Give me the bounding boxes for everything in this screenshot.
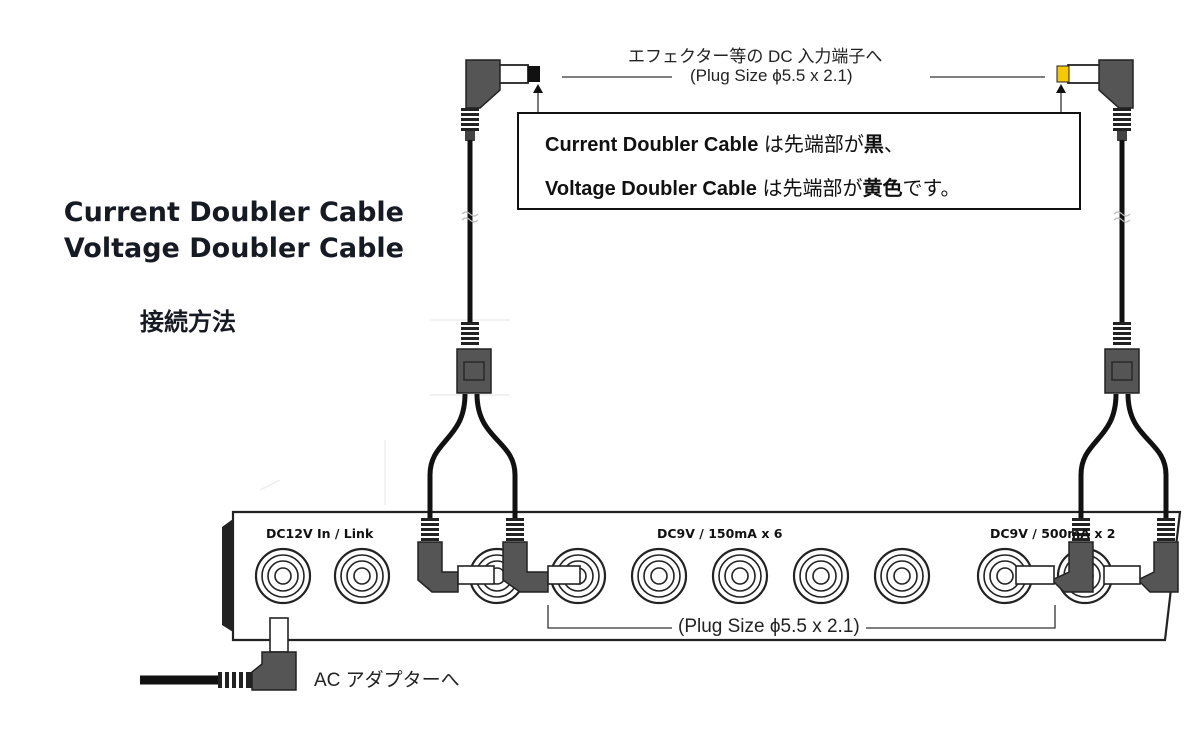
dc9v-500-label: DC9V / 500mA x 2	[990, 526, 1116, 541]
note-box: Current Doubler Cable は先端部が黒、 Voltage Do…	[517, 112, 1081, 210]
dc9v-jack-5	[792, 547, 850, 605]
dc-in-label: DC12V In / Link	[266, 526, 374, 541]
panel-plug-size: (Plug Size ϕ5.5 x 2.1)	[672, 616, 866, 638]
note-line-2: Voltage Doubler Cable は先端部が黄色です。	[545, 178, 961, 200]
left-doubler-cable	[417, 59, 581, 593]
faint-background-device	[259, 319, 510, 505]
top-annotation-line-2: (Plug Size ϕ5.5 x 2.1)	[690, 66, 853, 85]
title-line-2: Voltage Doubler Cable	[63, 233, 404, 264]
power-supply-panel	[222, 510, 1182, 642]
black-emphasis: 黒	[863, 134, 884, 156]
top-annotation-line-1: エフェクター等の DC 入力端子へ	[628, 47, 883, 66]
link-jack	[333, 547, 391, 605]
title-line-1: Current Doubler Cable	[63, 197, 404, 228]
top-annotation-lines	[533, 76, 1066, 112]
dc9v-jack-6	[873, 547, 931, 605]
right-doubler-cable	[1015, 59, 1179, 593]
dc-in-jack	[254, 547, 312, 605]
dc9v-jack-4	[711, 547, 769, 605]
ac-adapter-plug	[140, 617, 297, 691]
yellow-emphasis: 黄色	[862, 178, 903, 200]
adapter-label: AC アダプターへ	[314, 670, 460, 691]
subtitle: 接続方法	[140, 308, 236, 336]
voltage-doubler-name: Voltage Doubler Cable	[545, 178, 757, 200]
current-doubler-name: Current Doubler Cable	[545, 134, 759, 156]
dc9v-150-label: DC9V / 150mA x 6	[657, 526, 783, 541]
note-line-1: Current Doubler Cable は先端部が黒、	[545, 134, 904, 156]
dc9v-jack-3	[630, 547, 688, 605]
